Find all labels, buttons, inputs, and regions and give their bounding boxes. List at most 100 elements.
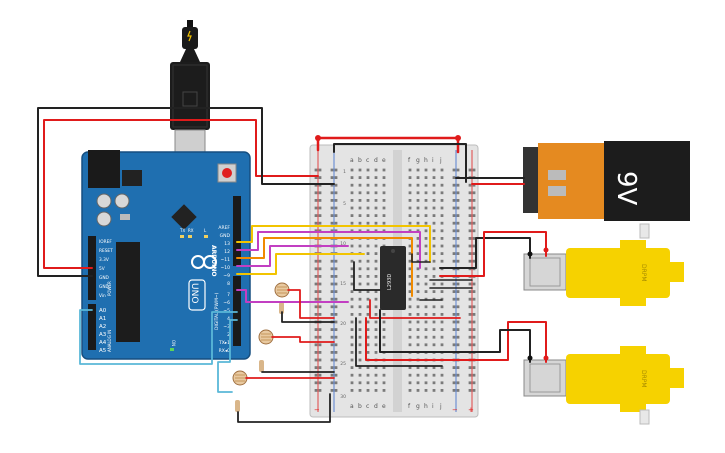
breadboard-hole[interactable]: [334, 343, 338, 347]
breadboard-hole[interactable]: [468, 206, 472, 210]
breadboard-hole[interactable]: [366, 305, 370, 309]
breadboard-hole[interactable]: [452, 244, 456, 248]
breadboard-hole[interactable]: [314, 389, 318, 392]
breadboard-hole[interactable]: [416, 290, 420, 293]
breadboard-hole[interactable]: [358, 373, 362, 377]
breadboard-hole[interactable]: [358, 199, 362, 202]
breadboard-hole[interactable]: [416, 221, 420, 225]
breadboard-hole[interactable]: [318, 206, 322, 210]
breadboard-hole[interactable]: [358, 366, 362, 369]
breadboard-hole[interactable]: [468, 183, 472, 187]
breadboard-hole[interactable]: [366, 267, 370, 271]
breadboard-hole[interactable]: [452, 282, 456, 286]
breadboard-hole[interactable]: [408, 267, 412, 271]
breadboard-hole[interactable]: [452, 328, 456, 331]
breadboard-hole[interactable]: [416, 381, 420, 385]
breadboard-hole[interactable]: [382, 366, 386, 369]
breadboard-hole[interactable]: [334, 168, 338, 172]
breadboard-hole[interactable]: [330, 343, 334, 347]
breadboard-hole[interactable]: [472, 191, 476, 195]
breadboard-hole[interactable]: [334, 183, 338, 187]
breadboard-hole[interactable]: [350, 381, 354, 385]
breadboard-hole[interactable]: [350, 305, 354, 309]
breadboard-hole[interactable]: [416, 297, 420, 301]
breadboard-hole[interactable]: [432, 389, 436, 392]
breadboard-hole[interactable]: [314, 176, 318, 179]
breadboard-hole[interactable]: [314, 290, 318, 293]
breadboard-hole[interactable]: [468, 343, 472, 347]
breadboard-hole[interactable]: [456, 206, 460, 210]
breadboard-hole[interactable]: [318, 282, 322, 286]
breadboard-hole[interactable]: [456, 305, 460, 309]
breadboard-hole[interactable]: [456, 229, 460, 233]
breadboard-hole[interactable]: [424, 290, 428, 293]
breadboard-hole[interactable]: [440, 305, 444, 309]
breadboard-hole[interactable]: [416, 252, 420, 255]
breadboard-hole[interactable]: [432, 176, 436, 179]
breadboard-hole[interactable]: [358, 328, 362, 331]
breadboard-hole[interactable]: [456, 335, 460, 339]
breadboard-hole[interactable]: [318, 373, 322, 377]
breadboard-hole[interactable]: [374, 176, 378, 179]
breadboard-hole[interactable]: [374, 275, 378, 278]
breadboard-hole[interactable]: [350, 373, 354, 377]
resistor-1[interactable]: [279, 302, 284, 314]
breadboard-hole[interactable]: [416, 267, 420, 271]
breadboard-hole[interactable]: [468, 252, 472, 255]
breadboard-hole[interactable]: [382, 191, 386, 195]
breadboard-hole[interactable]: [334, 328, 338, 331]
breadboard-hole[interactable]: [468, 237, 472, 240]
breadboard-hole[interactable]: [440, 237, 444, 240]
breadboard-hole[interactable]: [452, 183, 456, 187]
breadboard-hole[interactable]: [358, 358, 362, 362]
breadboard-hole[interactable]: [456, 191, 460, 195]
breadboard-hole[interactable]: [366, 290, 370, 293]
breadboard-hole[interactable]: [366, 244, 370, 248]
dc-motor-1[interactable]: DRPM: [523, 223, 684, 306]
breadboard-hole[interactable]: [334, 267, 338, 271]
breadboard-hole[interactable]: [456, 343, 460, 347]
breadboard-hole[interactable]: [334, 206, 338, 210]
breadboard-hole[interactable]: [472, 335, 476, 339]
breadboard-hole[interactable]: [424, 221, 428, 225]
breadboard-hole[interactable]: [382, 221, 386, 225]
breadboard-hole[interactable]: [432, 335, 436, 339]
breadboard-hole[interactable]: [468, 244, 472, 248]
breadboard-hole[interactable]: [374, 381, 378, 385]
breadboard-hole[interactable]: [330, 229, 334, 233]
photoresistor-2[interactable]: [258, 329, 274, 345]
breadboard-hole[interactable]: [472, 297, 476, 301]
breadboard-hole[interactable]: [382, 229, 386, 233]
breadboard-hole[interactable]: [468, 313, 472, 316]
breadboard-hole[interactable]: [432, 381, 436, 385]
breadboard-hole[interactable]: [382, 320, 386, 324]
breadboard-hole[interactable]: [314, 328, 318, 331]
breadboard-hole[interactable]: [440, 206, 444, 210]
breadboard-hole[interactable]: [408, 343, 412, 347]
breadboard-hole[interactable]: [456, 297, 460, 301]
breadboard-hole[interactable]: [432, 199, 436, 202]
breadboard-hole[interactable]: [382, 214, 386, 217]
breadboard-hole[interactable]: [366, 229, 370, 233]
breadboard-hole[interactable]: [424, 366, 428, 369]
breadboard-hole[interactable]: [440, 168, 444, 172]
breadboard-hole[interactable]: [452, 221, 456, 225]
breadboard-hole[interactable]: [382, 199, 386, 202]
breadboard-hole[interactable]: [440, 252, 444, 255]
breadboard-hole[interactable]: [374, 373, 378, 377]
breadboard-hole[interactable]: [382, 176, 386, 179]
breadboard-hole[interactable]: [416, 168, 420, 172]
breadboard-hole[interactable]: [416, 259, 420, 263]
breadboard-hole[interactable]: [456, 237, 460, 240]
breadboard-hole[interactable]: [366, 275, 370, 278]
breadboard-hole[interactable]: [424, 191, 428, 195]
breadboard-hole[interactable]: [330, 381, 334, 385]
breadboard-hole[interactable]: [314, 305, 318, 309]
breadboard-hole[interactable]: [424, 214, 428, 217]
breadboard-hole[interactable]: [468, 221, 472, 225]
breadboard-hole[interactable]: [358, 313, 362, 316]
breadboard-hole[interactable]: [456, 282, 460, 286]
breadboard-hole[interactable]: [408, 168, 412, 172]
breadboard-hole[interactable]: [382, 381, 386, 385]
breadboard-hole[interactable]: [468, 168, 472, 172]
